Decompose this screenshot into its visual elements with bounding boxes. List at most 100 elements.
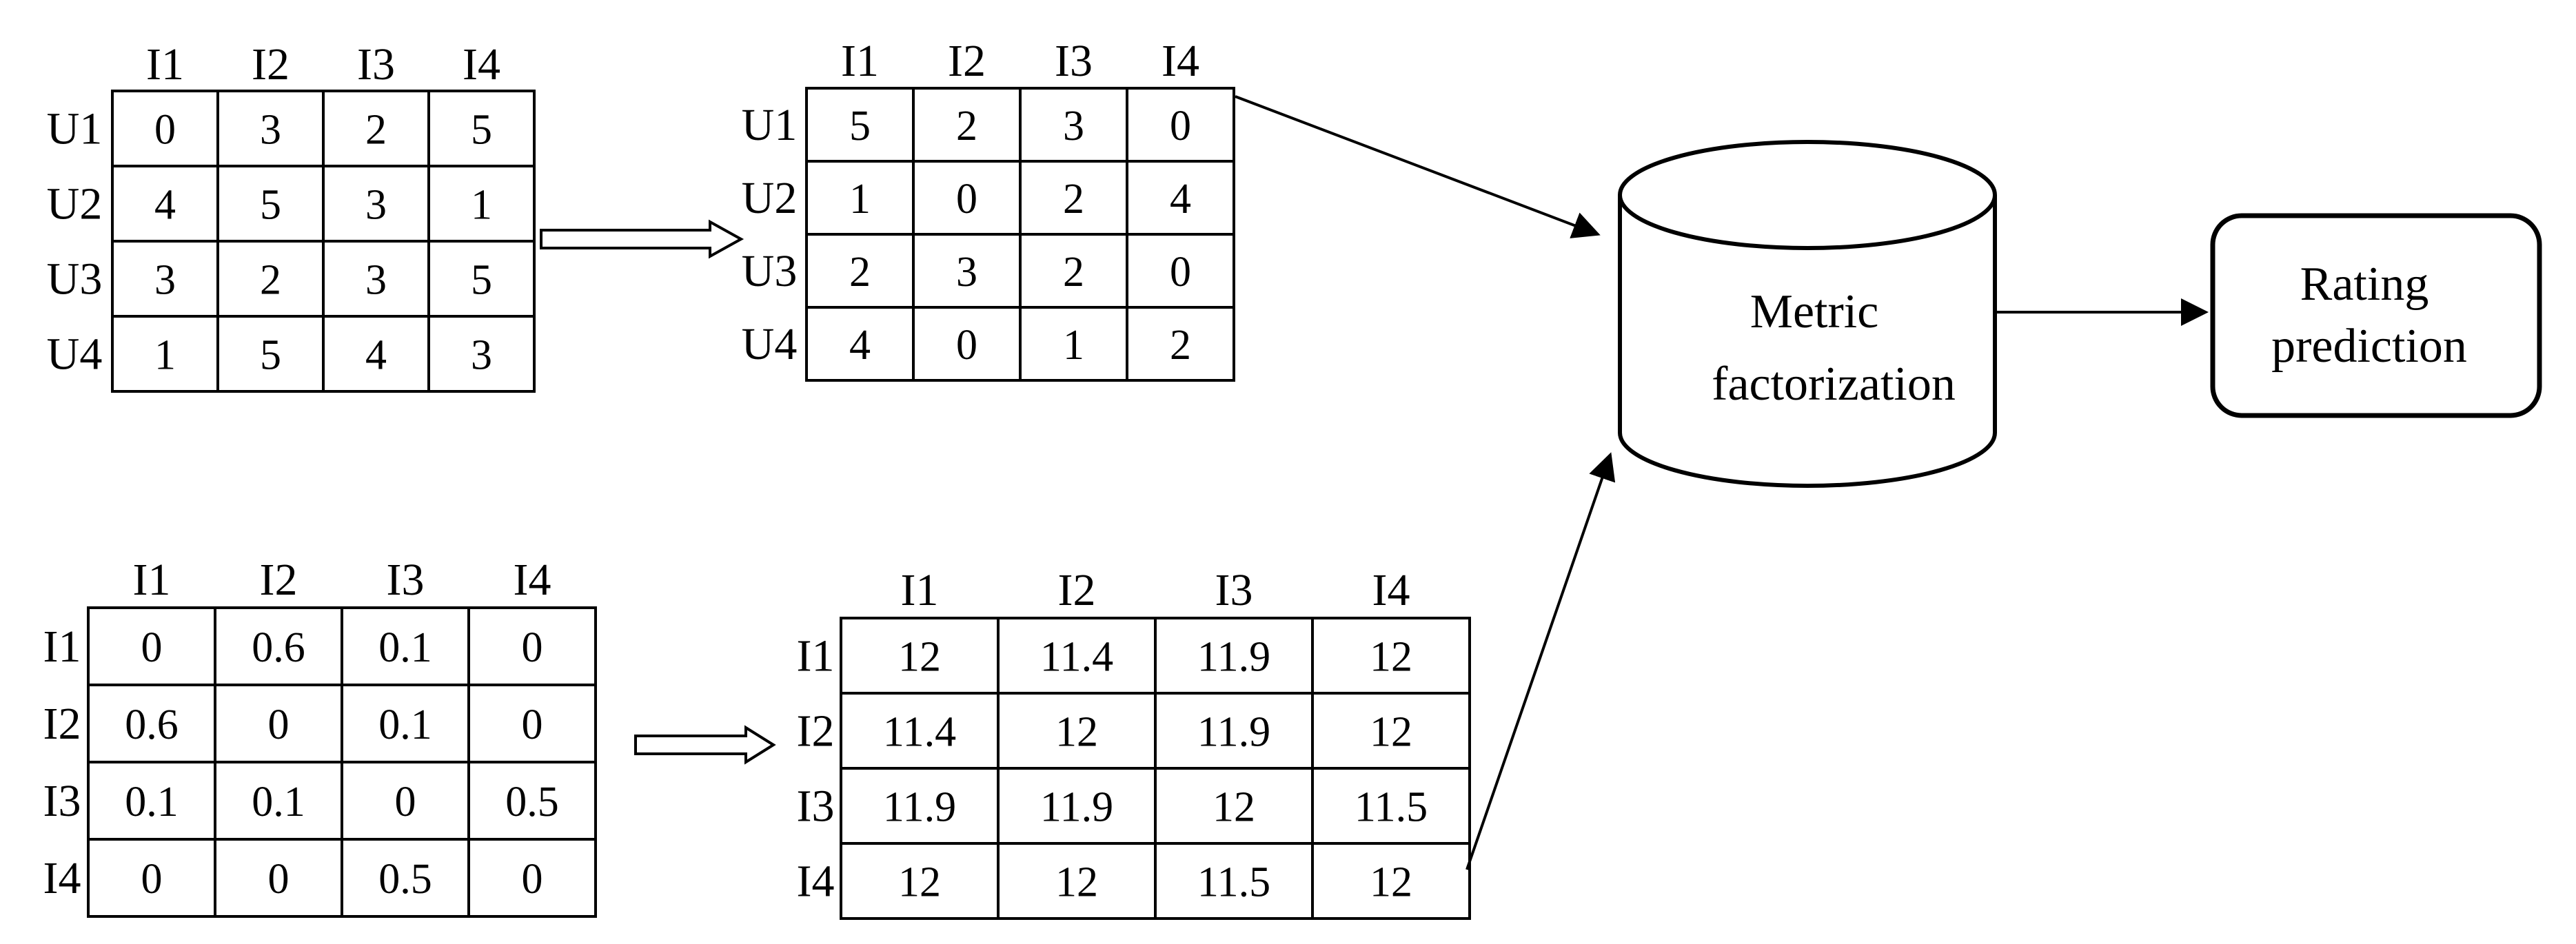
matrix-row-header: U1	[47, 104, 103, 154]
matrix-cell: 3	[365, 182, 387, 229]
rating-prediction-label-line1: Rating	[2300, 258, 2429, 311]
matrix-cell: 0.1	[252, 779, 305, 825]
matrix-cell: 0	[1170, 103, 1191, 150]
matrix-cell: 0	[1170, 249, 1191, 296]
matrix-cell: 0.6	[252, 624, 305, 671]
matrix-cell: 2	[1063, 249, 1084, 296]
matrix-row-header: I3	[797, 781, 835, 832]
matrix-cell: 5	[471, 257, 492, 304]
matrix-row-header: U2	[742, 173, 798, 223]
rating-prediction-box: Rating prediction	[2210, 213, 2542, 418]
matrix-cell: 3	[154, 257, 176, 304]
matrix-cell: 0.5	[378, 856, 432, 903]
matrix-cell: 5	[260, 332, 281, 379]
matrix-cell: 12	[1370, 859, 1412, 906]
matrix-cell: 2	[365, 107, 387, 154]
matrix-cell: 12	[1055, 709, 1098, 756]
matrix-row-header: I1	[797, 631, 835, 681]
matrix-cell: 0.1	[125, 779, 179, 825]
matrix-cell: 2	[849, 249, 871, 296]
matrix-cell: 3	[1063, 103, 1084, 150]
matrix-cell: 4	[1170, 176, 1191, 223]
matrix-cell: 0	[522, 701, 543, 748]
matrix-row-header: U3	[47, 254, 103, 305]
transform-arrow-bottom	[634, 725, 776, 765]
matrix-cell: 0	[268, 856, 290, 903]
matrix-cell: 0	[956, 322, 977, 369]
matrix-column-header: I3	[1055, 36, 1093, 86]
metric-factorization-label-line2: factorization	[1712, 358, 1956, 411]
matrix-row-header: I4	[43, 853, 81, 903]
matrix-row-header: U4	[742, 319, 798, 369]
matrix-row-header: I2	[43, 699, 81, 749]
matrix-cell: 11.4	[883, 709, 956, 756]
matrix-cell: 12	[1370, 634, 1412, 681]
matrix-row-header: U4	[47, 329, 103, 380]
matrix-cell: 0	[395, 779, 416, 825]
matrix-column-header: I2	[948, 36, 986, 86]
matrix-column-header: I3	[1215, 565, 1253, 615]
matrix-cell: 12	[1370, 709, 1412, 756]
matrix-cell: 1	[471, 182, 492, 229]
matrix-cell: 0	[522, 856, 543, 903]
matrix-cell: 0.1	[378, 624, 432, 671]
matrix-cell: 3	[471, 332, 492, 379]
matrix-column-header: I4	[1162, 36, 1199, 86]
matrix-column-header: I4	[1372, 565, 1410, 615]
matrix-cell: 0	[141, 856, 163, 903]
matrix-cell: 0	[268, 701, 290, 748]
rating-prediction-label-line2: prediction	[2271, 320, 2467, 373]
matrix-cell: 0	[522, 624, 543, 671]
matrix-cell: 3	[365, 257, 387, 304]
matrix-cell: 0.1	[378, 701, 432, 748]
matrix-cell: 3	[956, 249, 977, 296]
matrix-cell: 4	[365, 332, 387, 379]
matrix-row-header: I1	[43, 622, 81, 672]
matrix-column-header: I4	[463, 39, 500, 90]
matrix-cell: 0	[154, 107, 176, 154]
matrix-cell: 4	[154, 182, 176, 229]
matrix-cell: 11.9	[1197, 634, 1270, 681]
matrix-cell: 0	[956, 176, 977, 223]
matrix-cell: 5	[260, 182, 281, 229]
matrix-column-header: I3	[387, 555, 425, 605]
matrix-column-header: I1	[901, 565, 939, 615]
matrix-cell: 12	[898, 859, 941, 906]
matrix-column-header: I1	[133, 555, 171, 605]
matrix-cell: 0	[141, 624, 163, 671]
matrix-cell: 2	[260, 257, 281, 304]
matrix-cell: 4	[849, 322, 871, 369]
matrix-column-header: I3	[357, 39, 395, 90]
matrix-row-header: U3	[742, 246, 798, 296]
matrix-column-header: I1	[841, 36, 879, 86]
matrix-cell: 5	[849, 103, 871, 150]
arrow-bottom-matrix-to-factorization	[1466, 452, 1616, 870]
matrix-cell: 11.5	[1355, 784, 1428, 831]
metric-factorization-label-line1: Metric	[1750, 285, 1879, 338]
matrix-column-header: I4	[514, 555, 551, 605]
matrix-column-header: I1	[146, 39, 184, 90]
matrix-cell: 11.4	[1040, 634, 1113, 681]
matrix-cell: 2	[1063, 176, 1084, 223]
matrix-cell: 2	[956, 103, 977, 150]
matrix-row-header: I4	[797, 856, 835, 907]
matrix-column-header: I2	[1058, 565, 1096, 615]
matrix-cell: 12	[898, 634, 941, 681]
matrix-cell: 11.5	[1197, 859, 1270, 906]
matrix-column-header: I2	[260, 555, 298, 605]
matrix-cell: 0.5	[505, 779, 559, 825]
matrix-row-header: U1	[742, 100, 798, 150]
arrow-top-matrix-to-factorization	[1235, 95, 1601, 238]
matrix-cell: 11.9	[1040, 784, 1113, 831]
matrix-cell: 0.6	[125, 701, 179, 748]
matrix-row-header: I2	[797, 706, 835, 757]
matrix-cell: 3	[260, 107, 281, 154]
matrix-column-header: I2	[252, 39, 290, 90]
matrix-cell: 12	[1055, 859, 1098, 906]
transform-arrow-top	[540, 219, 744, 259]
matrix-cell: 1	[849, 176, 871, 223]
